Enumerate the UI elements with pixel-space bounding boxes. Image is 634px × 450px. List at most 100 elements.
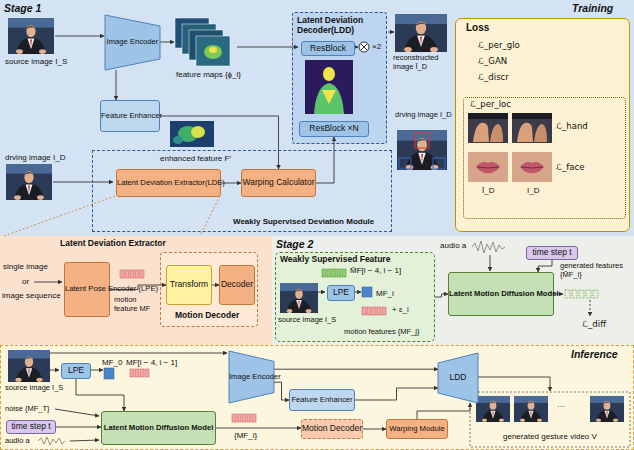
process-box: Feature Enhancer bbox=[289, 389, 355, 411]
annotation-label: ×2 bbox=[372, 42, 381, 51]
person-photos bbox=[590, 396, 624, 422]
person-photos bbox=[280, 283, 318, 313]
process-box: ResBlock ×N bbox=[299, 121, 369, 137]
process-box: LPE bbox=[327, 285, 355, 301]
process-box: Transform bbox=[166, 265, 212, 305]
annotation-label: ℒ_hand bbox=[556, 122, 588, 132]
annotation-label: Ī_D bbox=[482, 186, 494, 195]
annotation-label: or bbox=[22, 277, 29, 286]
connector bbox=[355, 388, 438, 400]
person-photos bbox=[8, 18, 54, 54]
annotation-label: generated gesture video V bbox=[503, 432, 597, 441]
enhanced-feature bbox=[170, 121, 214, 147]
process-box: LPE bbox=[61, 363, 91, 379]
box-label: ResBlock ×N bbox=[309, 124, 358, 134]
trapezoid-shape bbox=[105, 15, 160, 70]
annotation-label: MF_0 bbox=[102, 358, 122, 367]
connector bbox=[417, 403, 470, 419]
annotation-label: audio a bbox=[440, 241, 466, 250]
annotation-label: source image I_S bbox=[5, 57, 67, 66]
connector bbox=[274, 382, 289, 400]
loss-crops bbox=[512, 113, 552, 143]
flow-arrows bbox=[388, 32, 394, 33]
heatmap bbox=[314, 83, 344, 114]
feature-bars bbox=[327, 269, 331, 277]
extractor-panel: Latent Deviation ExtractorLatent Pose En… bbox=[0, 236, 272, 345]
otimes-symbol bbox=[361, 44, 368, 51]
flow-arrows bbox=[590, 300, 591, 316]
person-photos bbox=[399, 158, 411, 169]
feature-bars bbox=[362, 307, 366, 315]
panel-grounds bbox=[0, 345, 634, 450]
panel-grounds bbox=[160, 252, 258, 327]
person-photos bbox=[6, 164, 52, 200]
annotation-label: audio a bbox=[5, 437, 30, 446]
box-label: time step t bbox=[11, 422, 50, 432]
connector bbox=[221, 183, 241, 184]
flow-arrows bbox=[34, 32, 590, 441]
feature-bars bbox=[242, 414, 246, 422]
connector bbox=[435, 294, 448, 297]
group-heading: ℒ_per_glo bbox=[478, 41, 520, 51]
feature-bars bbox=[367, 307, 371, 315]
feature-bars bbox=[342, 269, 346, 277]
heatmap bbox=[305, 60, 353, 114]
video-frame bbox=[470, 392, 630, 447]
box-label: Decoder bbox=[221, 280, 253, 290]
feature-bars bbox=[252, 414, 256, 422]
person-photos bbox=[433, 158, 445, 169]
feature-bars bbox=[382, 307, 386, 315]
feature-bars bbox=[145, 369, 149, 377]
annotation-label: image sequence bbox=[2, 291, 61, 300]
loss-crops bbox=[468, 113, 508, 143]
annotation-label: ··· bbox=[557, 402, 565, 411]
person-photos bbox=[415, 133, 429, 148]
annotation-label: ℒ_face bbox=[556, 163, 584, 173]
panel-grounds bbox=[292, 12, 387, 144]
process-box: Latent Deviation Extractor(LDE) bbox=[116, 169, 221, 197]
annotation-label: source image I_S bbox=[278, 316, 336, 325]
process-box: Motion Decoder bbox=[301, 419, 363, 439]
annotation-label: feature maps {ϕ_i} bbox=[176, 70, 241, 79]
flow-arrows bbox=[55, 36, 104, 37]
flow-arrows bbox=[90, 370, 103, 371]
loss-box: Lossℒ_per_gloℒ_GANℒ_discrℒ_per_loc bbox=[455, 18, 630, 232]
flow-arrows bbox=[478, 377, 550, 391]
module-group: Weakly Supervised Deviation ModuleLatent… bbox=[92, 150, 392, 232]
person-photos bbox=[6, 14, 624, 422]
person-photos bbox=[395, 14, 447, 52]
heatmap bbox=[305, 60, 353, 114]
loss-group: ℒ_per_loc bbox=[463, 97, 626, 219]
box-label: Feature Enhancer bbox=[101, 112, 159, 121]
box-label: Image Encoder bbox=[229, 373, 274, 382]
panel-grounds bbox=[272, 236, 634, 345]
box-label: ResBlock bbox=[310, 44, 346, 54]
stage-panel: Stage 2Weakly Supervised FeatureLPEtime … bbox=[272, 236, 634, 345]
annotation-label: source image I_S bbox=[5, 384, 63, 393]
group-heading: Inference bbox=[571, 348, 618, 360]
process-box: Decoder bbox=[219, 265, 255, 305]
feature-maps bbox=[175, 18, 230, 66]
box-label: Warping Module bbox=[389, 425, 444, 434]
decoder-trapezoid: LDD bbox=[438, 353, 478, 403]
input-box: time step t bbox=[6, 420, 56, 434]
group-heading: ℒ_per_loc bbox=[470, 100, 511, 110]
annotation-label: drving image I_D bbox=[5, 153, 65, 162]
annotation-label: noise {MF_T} bbox=[5, 405, 50, 414]
annotation-label: enhanced feature F′ bbox=[160, 154, 231, 163]
box-label: LPE bbox=[333, 288, 349, 298]
encoder-trapezoid: Image Encoder bbox=[105, 15, 160, 70]
annotation-label: MF_i bbox=[376, 289, 394, 298]
annotation-label: motion features {MF_j} bbox=[344, 328, 419, 337]
annotation-label: + ε_i bbox=[392, 305, 409, 314]
box-label: Feature Enhancer bbox=[291, 396, 352, 405]
annotation-label: motion feature MF bbox=[114, 296, 158, 313]
leader-dotted bbox=[4, 196, 220, 236]
group-heading: Loss bbox=[466, 22, 489, 34]
annotation-label: M̂F[i − 4, i − 1] bbox=[350, 266, 401, 275]
box-label: LDD bbox=[449, 373, 466, 383]
flow-arrows bbox=[34, 282, 62, 283]
annotation-label: I_D bbox=[527, 186, 539, 195]
